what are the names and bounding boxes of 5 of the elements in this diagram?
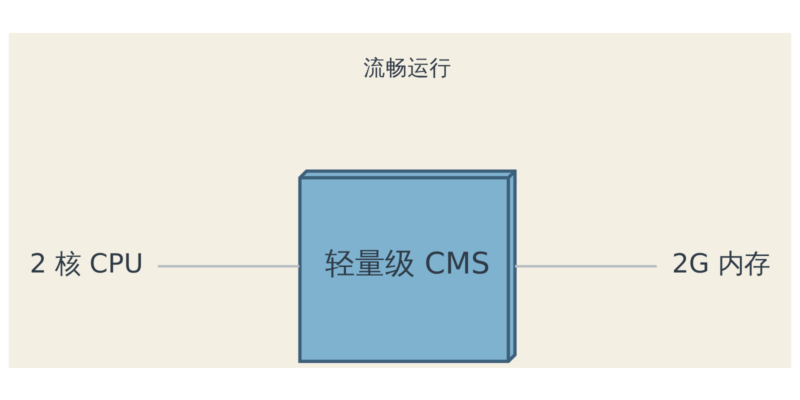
node-text: 流畅运行 — [363, 56, 452, 81]
node-text: 2 核 CPU — [30, 248, 144, 280]
connector — [514, 264, 657, 267]
connector — [158, 264, 300, 267]
node-text: 2G 内存 — [672, 248, 770, 280]
